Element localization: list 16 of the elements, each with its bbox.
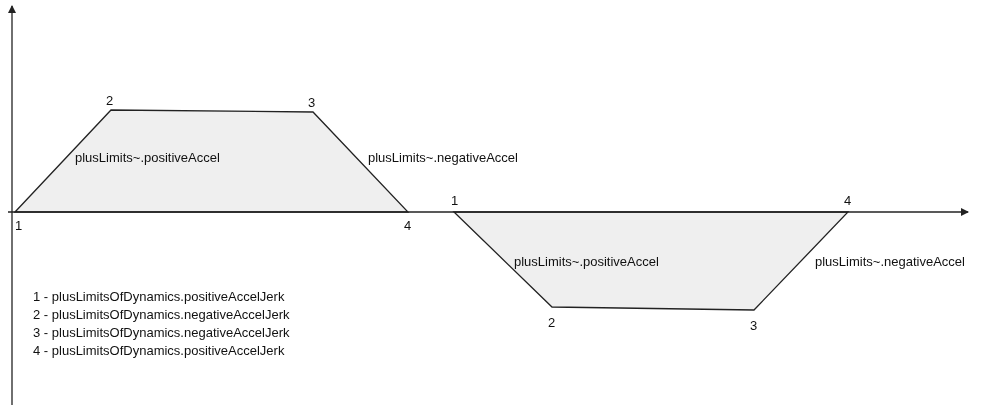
point-number: 3 xyxy=(750,318,758,333)
point-number: 2 xyxy=(548,315,556,330)
segment-label: plusLimits~.positiveAccel xyxy=(75,150,220,165)
segment-label: plusLimits~.negativeAccel xyxy=(815,254,965,269)
legend-note: 1 - plusLimitsOfDynamics.positiveAccelJerk xyxy=(33,289,285,304)
legend-note: 4 - plusLimitsOfDynamics.positiveAccelJerk xyxy=(33,343,285,358)
point-number: 4 xyxy=(844,193,852,208)
point-number: 1 xyxy=(451,193,459,208)
segment-label: plusLimits~.positiveAccel xyxy=(514,254,659,269)
point-number: 2 xyxy=(106,93,114,108)
legend-note: 3 - plusLimitsOfDynamics.negativeAccelJerk xyxy=(33,325,290,340)
segment-label: plusLimits~.negativeAccel xyxy=(368,150,518,165)
legend-note: 2 - plusLimitsOfDynamics.negativeAccelJerk xyxy=(33,307,290,322)
point-number: 1 xyxy=(15,218,23,233)
point-number: 4 xyxy=(404,218,412,233)
point-number: 3 xyxy=(308,95,316,110)
